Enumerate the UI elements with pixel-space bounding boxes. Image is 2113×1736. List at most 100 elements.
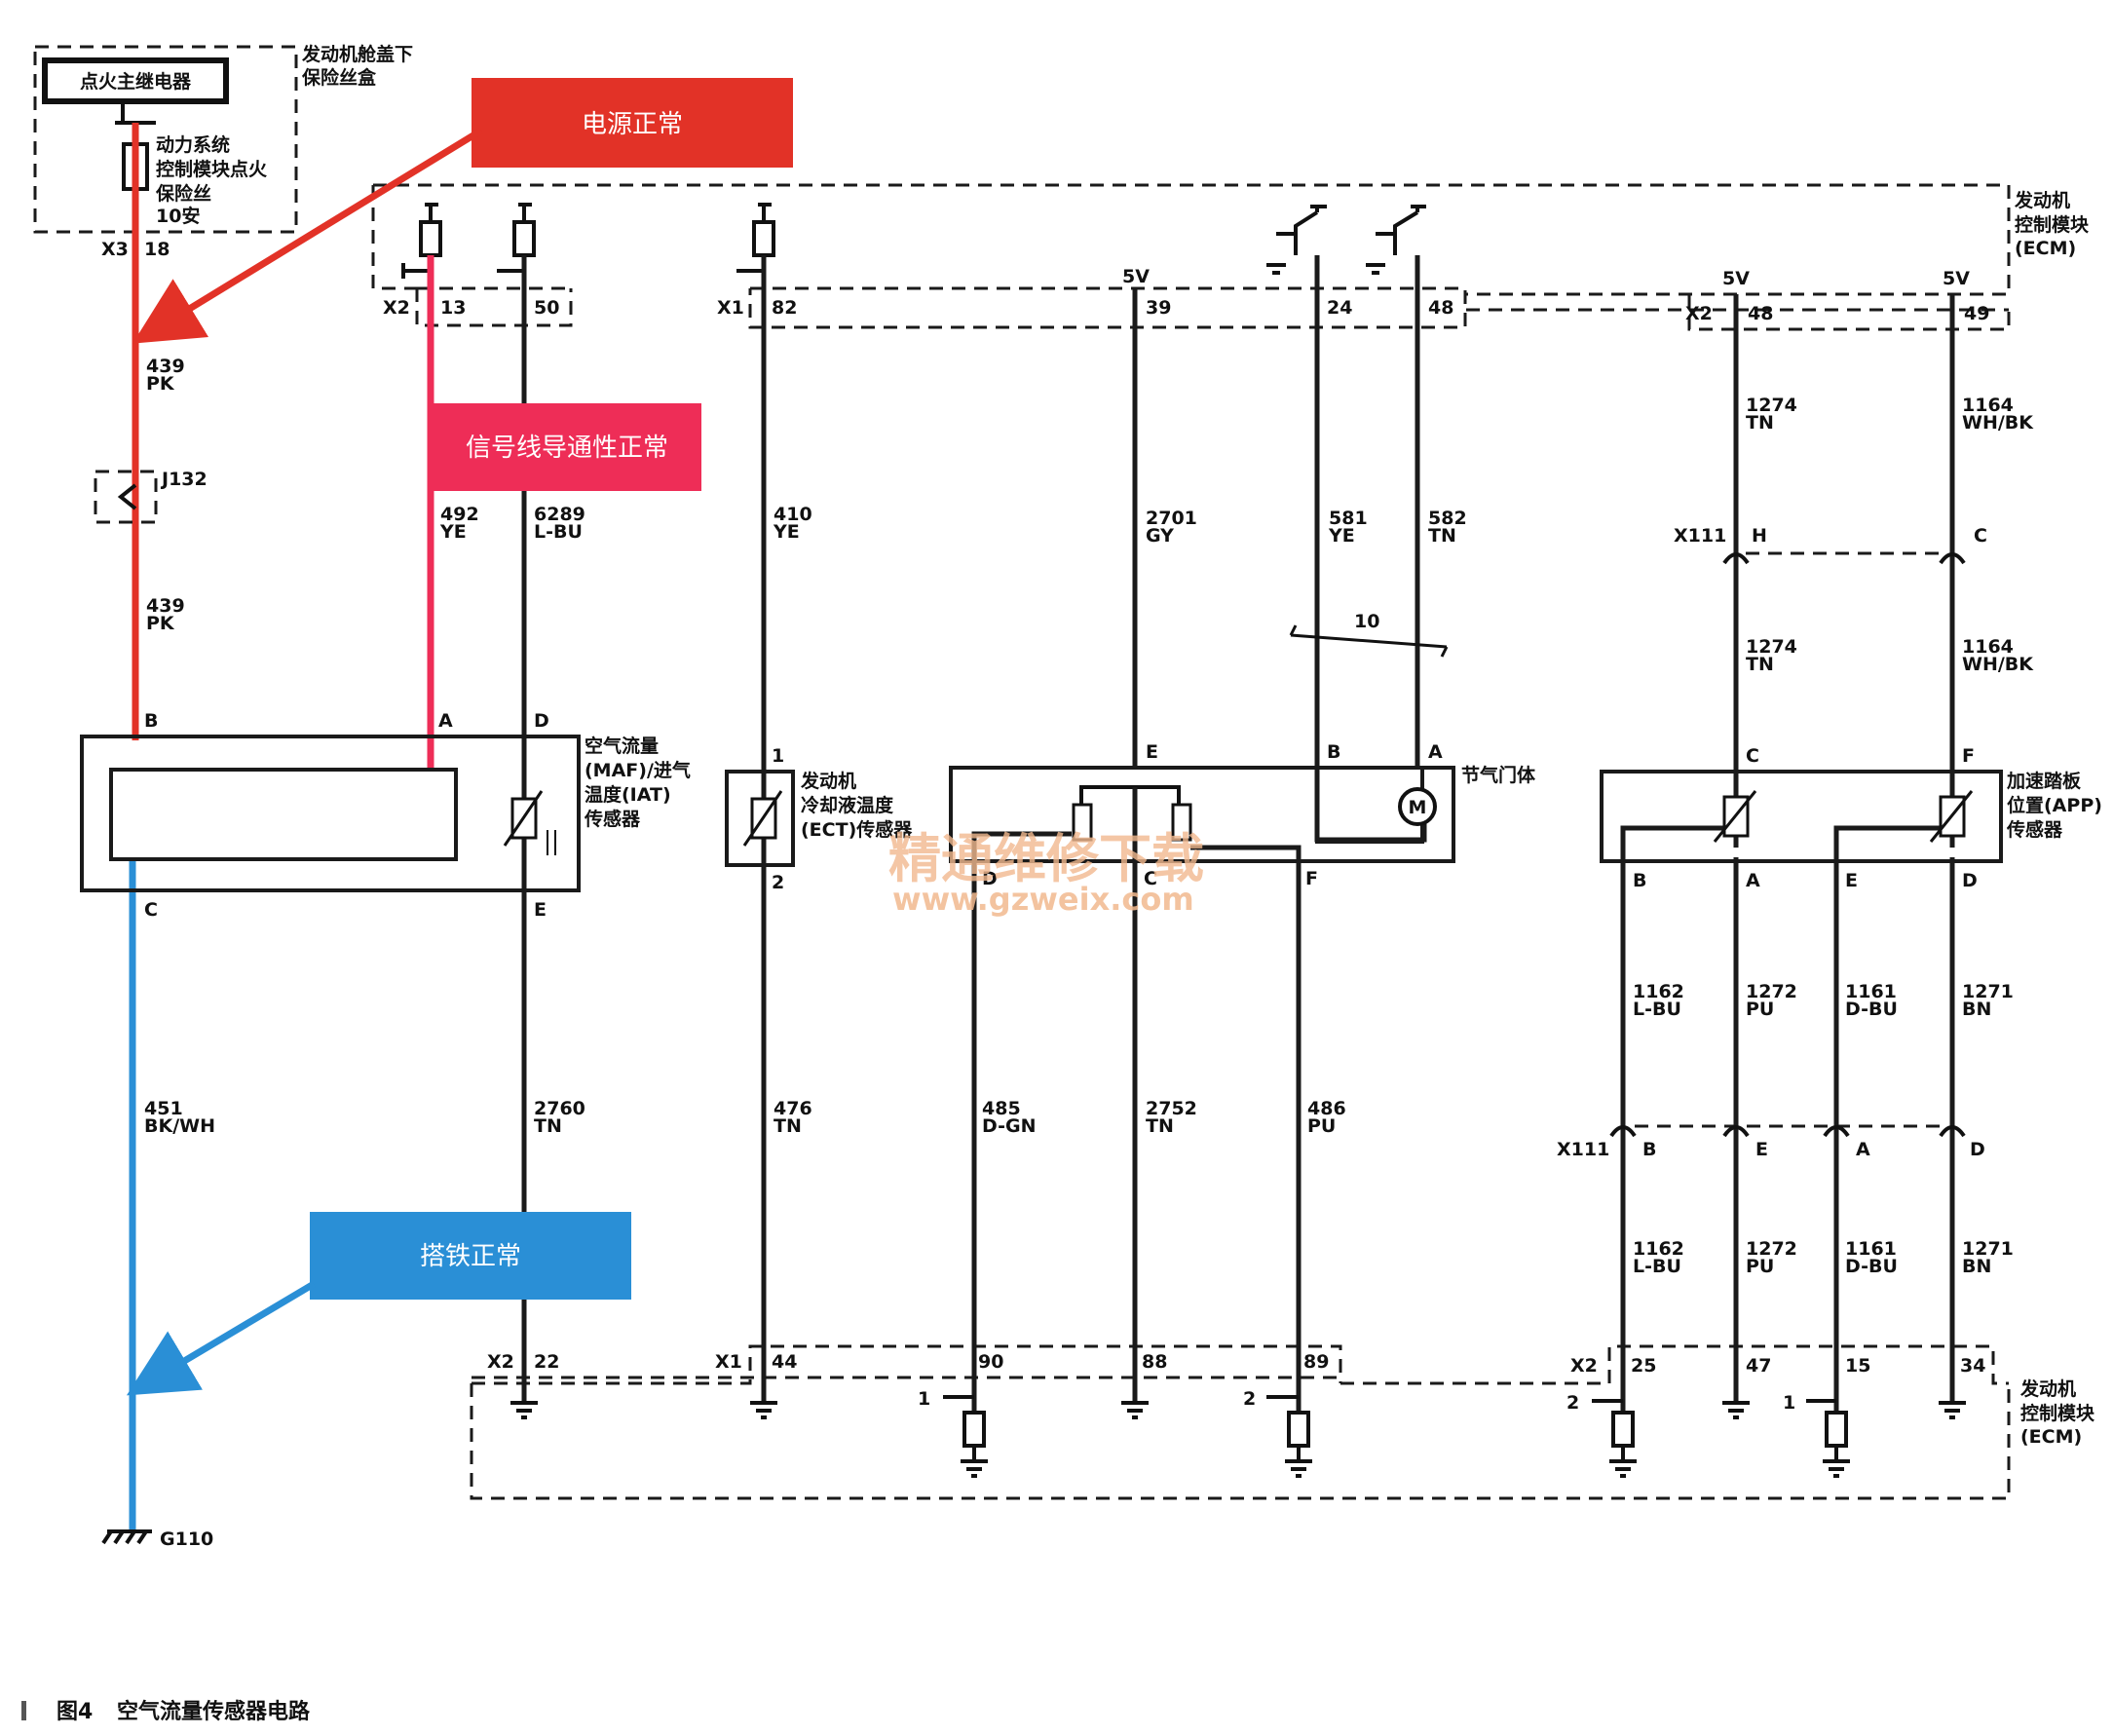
annotation-signal-text: 信号线导通性正常	[466, 434, 668, 463]
ecm-top-block: 发动机 控制模块 (ECM)	[371, 183, 2090, 331]
maf-pin-d: D	[534, 710, 549, 732]
ref-1b: 1	[1783, 1392, 1795, 1414]
fuse-conn-x3: X3	[101, 239, 129, 260]
wire-color: BN	[1962, 1256, 1991, 1277]
ect-pin-2: 2	[772, 872, 784, 893]
5v-label-a: 5V	[1122, 266, 1150, 287]
ect-pin-1: 1	[772, 745, 784, 767]
pin-13: 13	[440, 297, 466, 319]
app-pin-e: E	[1845, 870, 1858, 891]
annotation-power: 电源正常	[132, 78, 793, 344]
relay-label: 点火主继电器	[80, 70, 192, 93]
wire-color: BN	[1962, 999, 1991, 1020]
bottom-conn-x2: X2	[487, 1351, 514, 1373]
watermark-url: www.gzweix.com	[892, 881, 1194, 918]
watermark: 精通维修下载 www.gzweix.com	[888, 827, 1204, 918]
maf-pin-a: A	[438, 710, 453, 732]
ecm-top-label-3: (ECM)	[2015, 238, 2076, 259]
maf-pin-e: E	[534, 899, 547, 921]
wire-color: D-GN	[982, 1115, 1037, 1137]
wire-num: 1274	[1746, 395, 1797, 416]
wire-color: L-BU	[1633, 999, 1681, 1020]
ecm-bottom-label-3: (ECM)	[2020, 1426, 2082, 1448]
wire-num: 410	[774, 504, 812, 525]
pin-24: 24	[1327, 297, 1352, 319]
wire-color: TN	[774, 1115, 802, 1137]
wire-num: 486	[1307, 1098, 1346, 1119]
wire-color: TN	[1428, 525, 1456, 547]
g110-ground: G110	[101, 1528, 213, 1550]
ground-symbols	[510, 1395, 1966, 1478]
pin-34: 34	[1960, 1355, 1985, 1377]
x111-pin-c: C	[1974, 525, 1987, 547]
wire-color: L-BU	[1633, 1256, 1681, 1277]
5v-label-b: 5V	[1722, 268, 1750, 289]
ecm-bottom-label-1: 发动机	[2019, 1377, 2076, 1400]
j132-splice: J132	[94, 469, 208, 524]
wire-color: D-BU	[1845, 1256, 1898, 1277]
wire-color: PK	[146, 613, 175, 634]
wire-num: 582	[1428, 508, 1467, 529]
wire-num: 2701	[1146, 508, 1197, 529]
fuse-label-4: 10安	[156, 205, 200, 227]
tb-pin-e: E	[1146, 741, 1158, 763]
ecm-bottom-block: 发动机 控制模块 (ECM)	[470, 1344, 2095, 1500]
maf-label-4: 传感器	[584, 808, 641, 830]
wire-num: 1162	[1633, 981, 1684, 1002]
pin-82: 82	[772, 297, 797, 319]
throttle-ref-line: 10	[1289, 611, 1449, 658]
wire-num: 6289	[534, 504, 585, 525]
wire-num: 1164	[1962, 395, 2014, 416]
app-label-3: 传感器	[2006, 818, 2063, 841]
g110-label: G110	[160, 1528, 213, 1550]
wire-color: D-BU	[1845, 999, 1898, 1020]
wire-num: 1271	[1962, 981, 2014, 1002]
fuse-box-title-1: 发动机舱盖下	[301, 43, 413, 65]
ecm-top-label-1: 发动机	[2014, 189, 2070, 211]
top-conn-x2b: X2	[1685, 303, 1713, 324]
fuse-label-3: 保险丝	[155, 182, 211, 205]
pin-25: 25	[1631, 1355, 1656, 1377]
motor-icon	[1398, 787, 1437, 826]
wire-color: WH/BK	[1962, 412, 2034, 434]
annotation-power-text: 电源正常	[582, 110, 683, 139]
x111-top-connector: X111 H C	[1674, 525, 1987, 565]
wire-num: 1164	[1962, 636, 2014, 658]
j132-label: J132	[160, 469, 208, 490]
annotation-ground: 搭铁正常	[126, 1212, 631, 1396]
wire-color: PU	[1307, 1115, 1336, 1137]
wire-color: PU	[1746, 1256, 1774, 1277]
pin-47: 47	[1746, 1355, 1771, 1377]
wire-num: 2752	[1146, 1098, 1197, 1119]
app-pin-a: A	[1746, 870, 1760, 891]
wire-num: 1161	[1845, 981, 1897, 1002]
maf-label-2: (MAF)/进气	[585, 759, 691, 781]
wire-color: BK/WH	[144, 1115, 215, 1137]
ref-1a: 1	[918, 1388, 930, 1410]
wire-color: YE	[439, 521, 467, 543]
wire-color: L-BU	[534, 521, 583, 543]
wire-num: 439	[146, 595, 185, 617]
top-conn-x1: X1	[717, 297, 744, 319]
annotation-ground-text: 搭铁正常	[420, 1242, 521, 1271]
top-conn-x2: X2	[383, 297, 410, 319]
ecm-top-label-2: 控制模块	[2015, 213, 2090, 236]
annotation-signal: 信号线导通性正常	[433, 403, 701, 491]
wire-color: GY	[1146, 525, 1174, 547]
caption-title: 空气流量传感器电路	[117, 1699, 311, 1724]
watermark-cn: 精通维修下载	[888, 827, 1204, 889]
pin-15: 15	[1845, 1355, 1870, 1377]
throttle-body: M E B A D C F 节气门体	[949, 741, 1536, 916]
pin-39: 39	[1146, 297, 1171, 319]
app-label-2: 位置(APP)	[2007, 794, 2102, 816]
chassis-ground-icon	[101, 1529, 152, 1545]
pin-48a: 48	[1428, 297, 1453, 319]
x111-pin-e: E	[1755, 1139, 1768, 1160]
wire-color: TN	[534, 1115, 562, 1137]
bottom-pin-labels: X2 22 X1 44 90 88 89 X2 25 47 15 34 1 2 …	[487, 1351, 1985, 1414]
pin-90: 90	[978, 1351, 1003, 1373]
wire-color: YE	[1328, 525, 1355, 547]
throttle-body-label: 节气门体	[1461, 764, 1536, 786]
tb-pin-d: D	[982, 868, 998, 889]
